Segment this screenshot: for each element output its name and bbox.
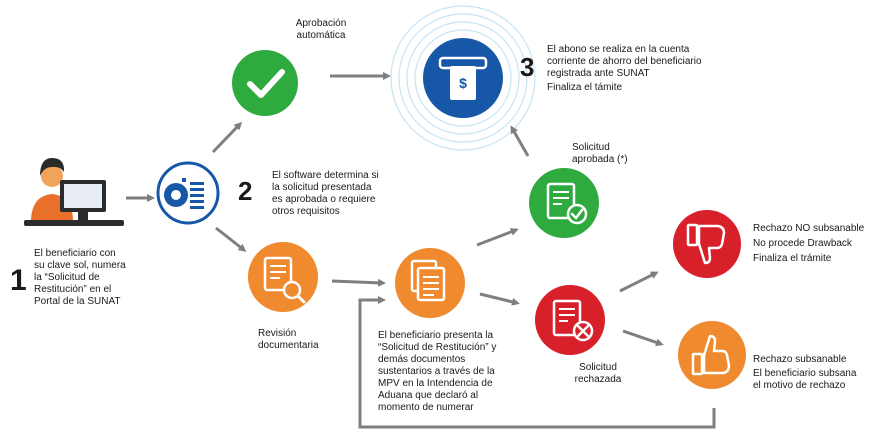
- arrow-approved-to-atm: [510, 125, 530, 157]
- arrow-documents-to-rejected: [479, 292, 520, 306]
- documents-stack-icon: [395, 248, 465, 318]
- signal-rings: [390, 5, 536, 151]
- document-magnifier-icon: [248, 242, 318, 312]
- arrow-software-to-review: [215, 226, 247, 252]
- label-aprobada: Solicitud aprobada (*): [572, 142, 628, 165]
- step1-text: El beneficiario con su clave sol, numera…: [34, 248, 126, 307]
- step-number-1: 1: [10, 264, 27, 297]
- thumbs-up-icon: [678, 321, 746, 389]
- arrow-rejected-to-thumbsup: [622, 329, 664, 347]
- label-revision: Revisión documentaria: [258, 328, 319, 351]
- arrow-documents-to-approved: [476, 228, 519, 247]
- flow-arrows: [126, 72, 664, 347]
- person-at-computer-icon: [24, 158, 124, 226]
- step2-text: El software determina si la solicitud pr…: [272, 170, 379, 217]
- label-no-procede: No procede Drawback: [753, 238, 852, 249]
- arrow-review-to-documents: [331, 278, 386, 287]
- arrow-software-to-approval: [211, 121, 243, 154]
- label-aprobacion: Aprobación automática: [295, 18, 347, 41]
- arrow-rejected-to-thumbsdown: [619, 271, 659, 293]
- checkmark-icon: [232, 50, 298, 116]
- thumbs-down-icon: [673, 210, 741, 278]
- label-finaliza-tramite: Finaliza el trámite: [753, 253, 832, 264]
- step-number-2: 2: [238, 176, 253, 206]
- svg-text:$: $: [459, 75, 467, 91]
- document-reject-icon: [535, 285, 605, 355]
- step3-text: El abono se realiza en la cuenta corrien…: [547, 44, 702, 79]
- arrow-loop-back: [358, 296, 716, 429]
- label-subsana: El beneficiario subsana el motivo de rec…: [753, 368, 857, 391]
- document-check-icon: [529, 168, 599, 238]
- label-rechazo-no: Rechazo NO subsanable: [753, 223, 865, 234]
- step3-finaliza: Finaliza el támite: [547, 82, 623, 93]
- software-processing-icon: [156, 161, 220, 225]
- label-rechazo-sub: Rechazo subsanable: [753, 354, 847, 365]
- step-number-3: 3: [520, 52, 535, 82]
- label-presenta: El beneficiario presenta la “Solicitud d…: [378, 330, 497, 413]
- atm-cash-icon: $: [423, 38, 503, 118]
- label-rechazada: Solicitud rechazada: [574, 362, 622, 385]
